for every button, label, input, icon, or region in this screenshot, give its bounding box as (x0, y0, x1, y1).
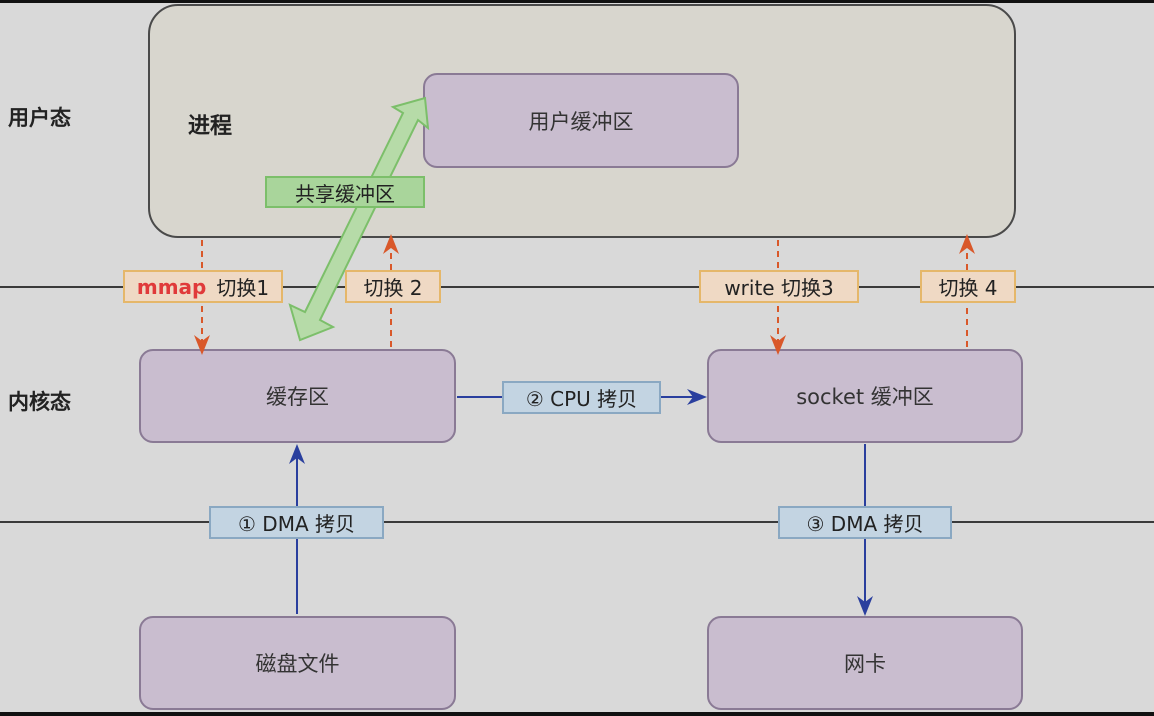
dma-copy-1-tag: ① DMA 拷贝 (209, 506, 384, 539)
user-buffer-box: 用户缓冲区 (423, 73, 739, 168)
nic-box: 网卡 (707, 616, 1023, 710)
socket-buffer-box: socket 缓冲区 (707, 349, 1023, 443)
switch-2-tag: 切换 2 (345, 270, 441, 303)
mmap-label: mmap (136, 274, 207, 299)
cpu-copy-2-tag: ② CPU 拷贝 (502, 381, 661, 414)
user-kernel-boundary-line (0, 286, 1154, 288)
bottom-border (0, 712, 1154, 716)
zone-label-kernel: 内核态 (8, 390, 71, 414)
kernel-hardware-boundary-line (0, 521, 1154, 523)
process-title: 进程 (188, 114, 233, 139)
top-border (0, 0, 1154, 3)
shared-buffer-label: 共享缓冲区 (265, 176, 425, 208)
disk-file-box: 磁盘文件 (139, 616, 456, 710)
page-cache-box: 缓存区 (139, 349, 456, 443)
zone-label-user: 用户态 (8, 106, 71, 130)
switch-1-label: 切换1 (216, 276, 270, 300)
switch-3-tag: write 切换3 (699, 270, 859, 303)
switch-4-tag: 切换 4 (920, 270, 1016, 303)
shared-buffer-arrow (288, 96, 430, 342)
switch-1-tag: mmap 切换1 (123, 270, 283, 303)
dma-copy-3-tag: ③ DMA 拷贝 (778, 506, 952, 539)
